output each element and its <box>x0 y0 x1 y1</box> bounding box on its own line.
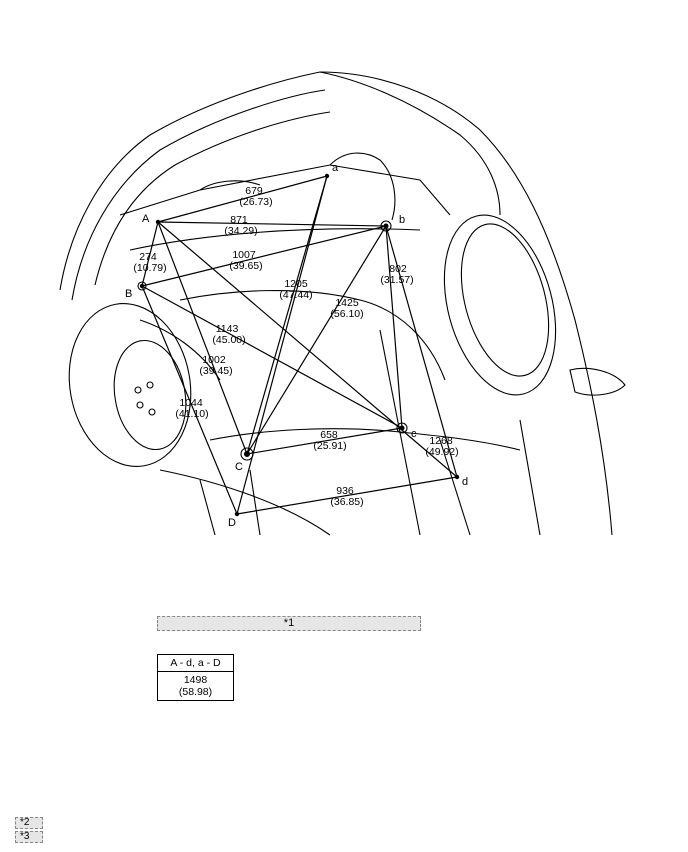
dim-a-C-mm: 1205 <box>284 278 308 290</box>
line-D-d <box>236 476 458 515</box>
dim-b-c-in: (31.57) <box>380 274 413 286</box>
point-d <box>454 474 460 480</box>
line-b-B <box>141 225 387 287</box>
dim-A-C-in: (39.45) <box>199 365 232 377</box>
line-B-D <box>141 285 238 515</box>
dim-C-c-in: (25.91) <box>313 440 346 452</box>
table-value-in: (58.98) <box>178 686 213 698</box>
table-value-cell: 1498 (58.98) <box>157 671 234 701</box>
callout-label: *1 <box>283 617 295 629</box>
line-b-c <box>385 225 403 429</box>
dim-C-c-mm: 658 <box>320 429 338 441</box>
dim-a-A-mm: 679 <box>245 185 263 197</box>
dim-B-c-in: (45.00) <box>212 334 245 346</box>
point-A <box>155 219 161 225</box>
line-b-C <box>246 225 387 455</box>
label-point-C: C <box>235 461 243 473</box>
dim-D-d-in: (36.85) <box>330 496 363 508</box>
label-point-A: A <box>142 213 150 225</box>
dim-B-c-mm: 1143 <box>216 323 239 335</box>
dim-b-A-in: (34.29) <box>224 225 257 237</box>
point-C <box>244 451 250 457</box>
dim-B-D-in: (41.10) <box>175 408 208 420</box>
legend-label-2: *2 <box>20 817 30 828</box>
dim-b-B-mm: 1007 <box>232 249 256 261</box>
line-A-B <box>141 221 159 287</box>
point-a <box>324 173 330 179</box>
line-A-C <box>157 221 248 455</box>
line-C-c <box>246 427 403 455</box>
legend-label-3: *3 <box>20 831 30 842</box>
dim-B-D-mm: 1044 <box>179 397 203 409</box>
line-A-d <box>157 221 458 478</box>
dim-b-c-mm: 802 <box>389 263 407 275</box>
point-D <box>234 511 240 517</box>
vehicle-underbody-diagram: a b c d A B C D 679 (26.73) 871 (34.29) … <box>59 71 626 536</box>
point-labels: a b c d A B C D <box>125 162 468 529</box>
label-point-b: b <box>399 214 405 226</box>
dim-A-B-mm: 274 <box>139 251 157 263</box>
dim-A-B-in: (10.79) <box>133 262 166 274</box>
line-a-A <box>157 175 328 223</box>
line-b-d <box>385 225 458 478</box>
line-b-A <box>157 221 387 227</box>
dim-A-C-mm: 1002 <box>202 354 226 366</box>
dim-D-d-mm: 936 <box>336 485 354 497</box>
line-a-C <box>246 175 328 455</box>
dim-b-C-in: (56.10) <box>330 308 363 320</box>
line-a-D <box>236 175 328 515</box>
point-b <box>383 223 389 229</box>
table-value-mm: 1498 <box>183 674 208 686</box>
dim-b-d-mm: 1268 <box>429 435 453 447</box>
label-point-D: D <box>228 517 236 529</box>
dim-a-A-in: (26.73) <box>239 196 272 208</box>
dim-b-d-in: (49.92) <box>425 446 458 458</box>
callout-bar: *1 <box>157 616 421 631</box>
dim-b-C-mm: 1425 <box>335 297 359 309</box>
dim-a-C-in: (47.44) <box>279 289 312 301</box>
vehicle-outline <box>59 71 626 536</box>
label-point-B: B <box>125 288 132 300</box>
legend-item-3: *3 <box>15 831 43 843</box>
label-point-c: c <box>411 428 417 440</box>
line-B-c <box>141 285 403 429</box>
measurement-points <box>139 173 460 517</box>
point-B <box>139 283 145 289</box>
label-point-d: d <box>462 476 468 488</box>
label-point-a: a <box>332 162 339 174</box>
legend-item-2: *2 <box>15 817 43 829</box>
reference-table: A - d, a - D 1498 (58.98) <box>157 654 234 701</box>
dim-b-A-mm: 871 <box>230 214 248 226</box>
dimension-labels: 679 (26.73) 871 (34.29) 274 (10.79) 1007… <box>133 185 458 508</box>
table-header-cell: A - d, a - D <box>157 654 234 672</box>
dim-b-B-in: (39.65) <box>229 260 262 272</box>
point-c <box>399 425 405 431</box>
measurement-lines <box>141 175 458 515</box>
